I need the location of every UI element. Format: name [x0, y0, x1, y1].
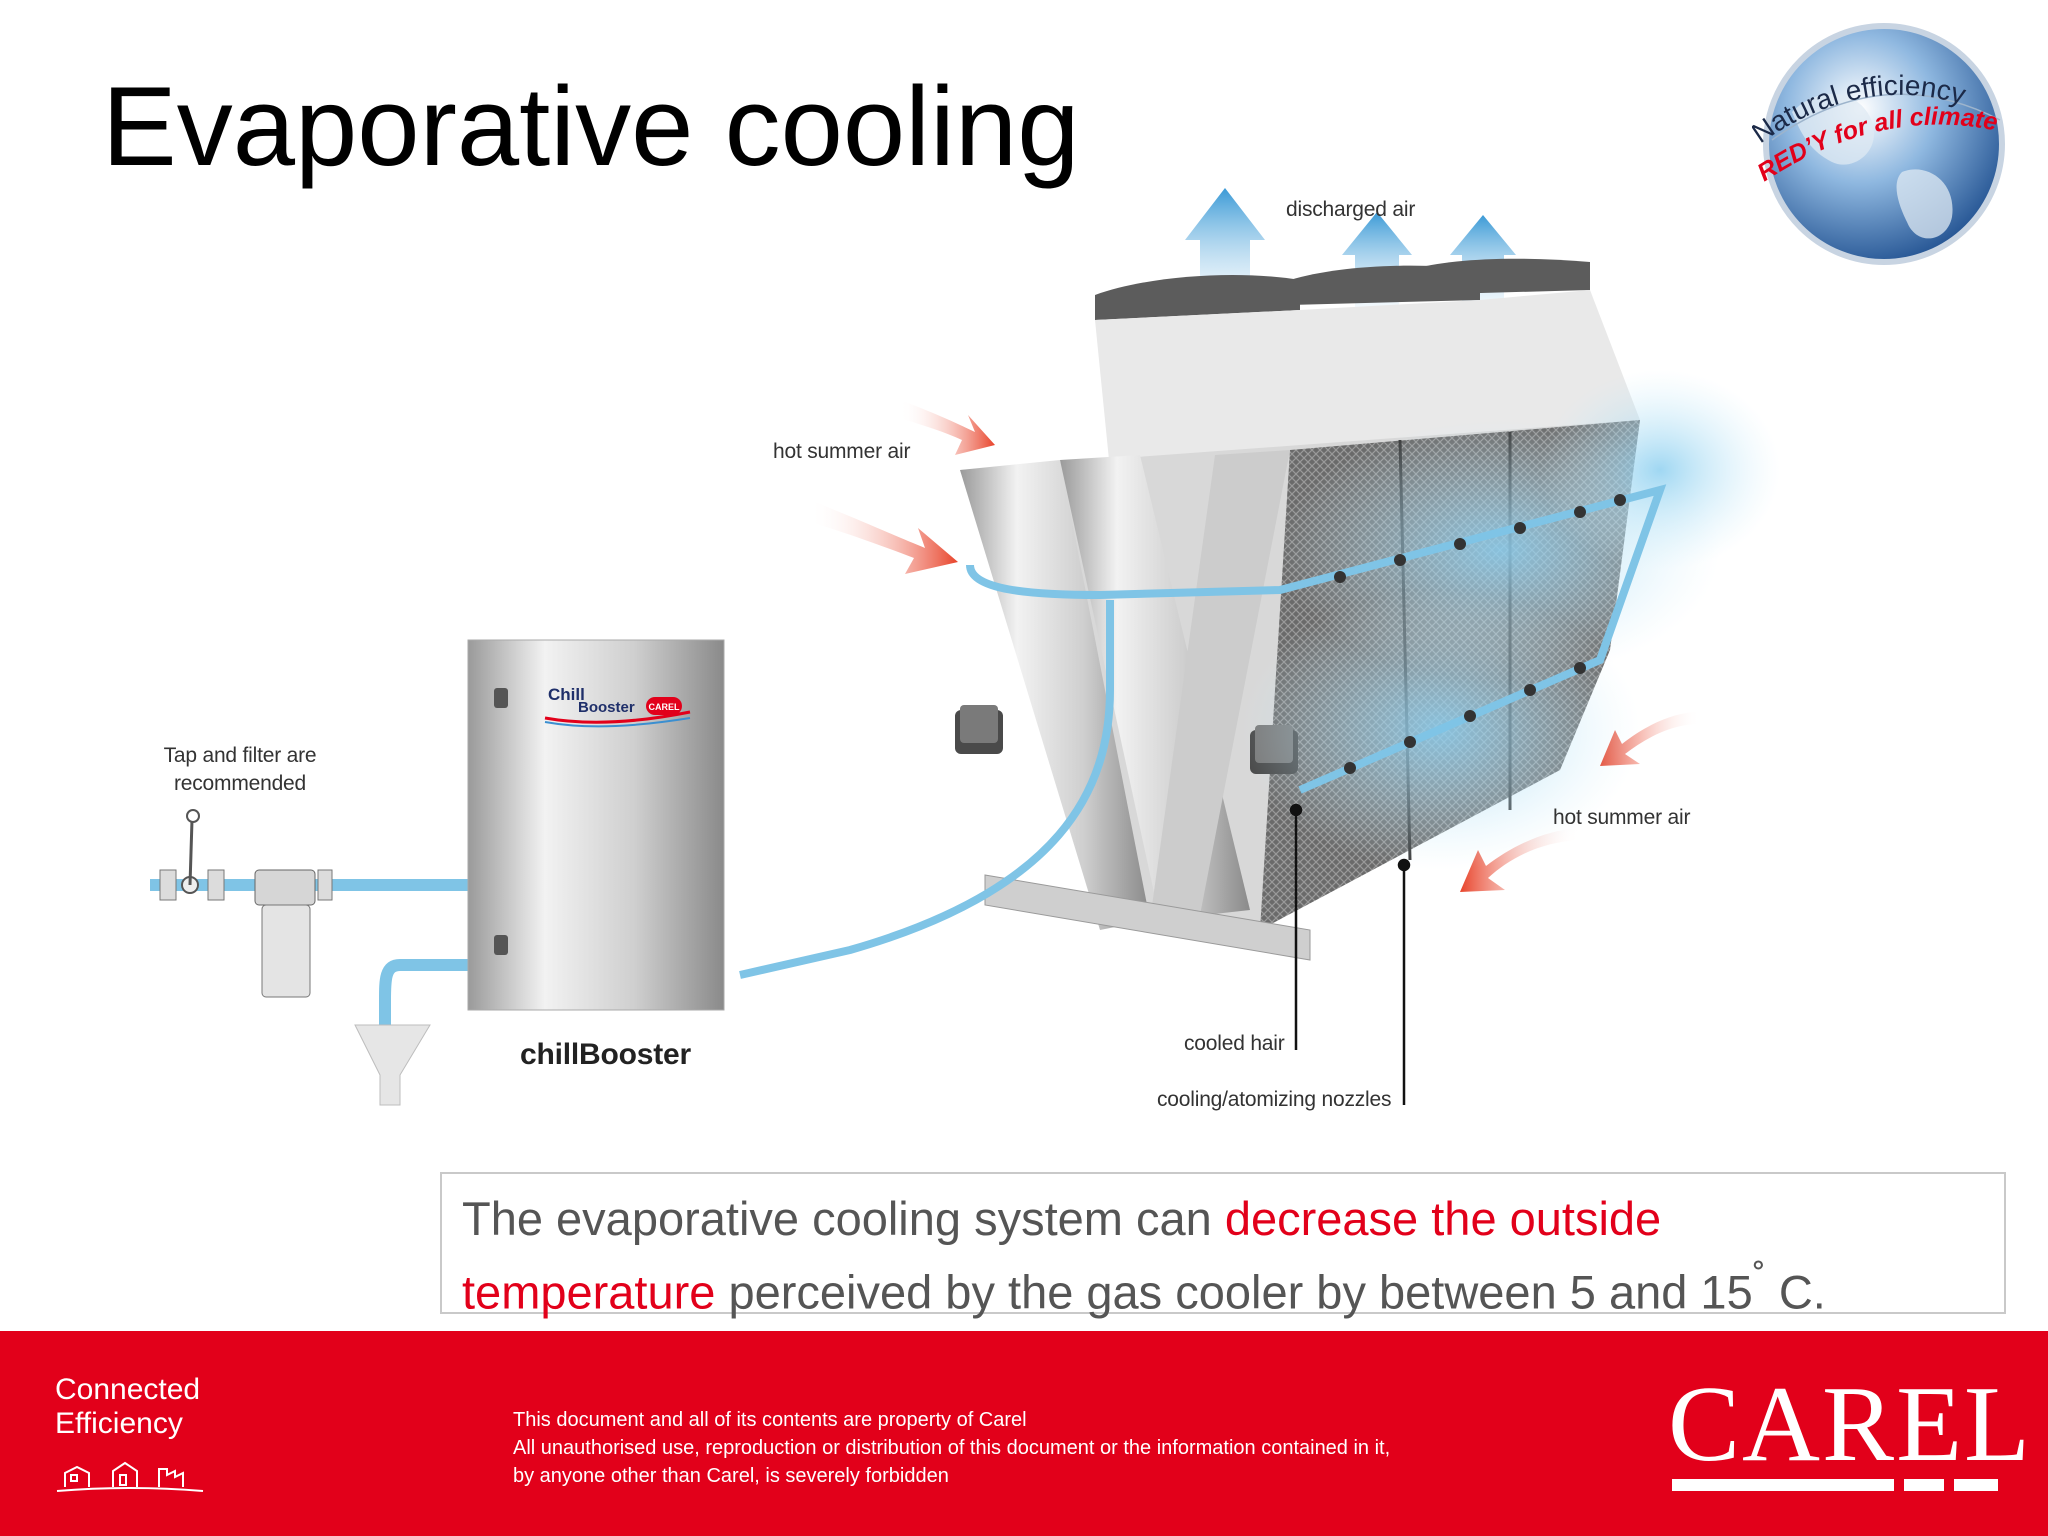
connected-efficiency: Connected Efficiency — [55, 1373, 200, 1441]
label-chillbooster: chillBooster — [520, 1038, 691, 1071]
unit-brand-chill: Chill — [548, 685, 585, 704]
label-hot-summer-air-right: hot summer air — [1553, 806, 1691, 829]
callout-box: The evaporative cooling system can decre… — [440, 1172, 2006, 1319]
callout-text-3: C. — [1765, 1265, 1826, 1319]
callout-text-1: The evaporative cooling system can — [462, 1192, 1225, 1245]
connected-text: Connected — [55, 1373, 201, 1406]
legal-line-2: All unauthorised use, reproduction or di… — [513, 1437, 1391, 1459]
unit-brand-carel: CAREL — [649, 702, 681, 712]
callout-text-2: perceived by the gas cooler by between 5… — [715, 1265, 1753, 1319]
unit-brand-booster: Booster — [578, 699, 635, 716]
hot-air-arrows-left — [810, 400, 995, 574]
leader-lines — [1289, 803, 1411, 1105]
label-cooled-hair: cooled hair — [1184, 1032, 1285, 1055]
label-nozzles: cooling/atomizing nozzles — [1157, 1088, 1392, 1111]
label-discharged-air: discharged air — [1286, 198, 1416, 221]
carel-logo-bar — [1672, 1479, 1998, 1491]
legal-notice: This document and all of its contents ar… — [513, 1406, 1390, 1490]
carel-logo: CAREL — [1668, 1365, 2033, 1484]
callout-highlight-1: decrease the outside — [1224, 1192, 1662, 1245]
buildings-icon — [56, 1461, 204, 1492]
water-mist — [1240, 370, 1780, 870]
page-title: Evaporative cooling — [102, 64, 1080, 189]
nozzles — [1334, 494, 1626, 774]
legal-line-1: This document and all of its contents ar… — [513, 1409, 1027, 1431]
legal-line-3: by anyone other than Carel, is severely … — [513, 1465, 949, 1487]
label-tap-filter: Tap and filter are recommended — [163, 744, 317, 795]
efficiency-text: Efficiency — [55, 1407, 183, 1440]
supply-pipe — [150, 809, 470, 1106]
callout-highlight-2: temperature — [462, 1265, 716, 1319]
label-hot-summer-air-top: hot summer air — [773, 440, 911, 463]
chillbooster-unit: Chill Booster CAREL — [467, 639, 725, 1011]
system-diagram: Chill Booster CAREL — [150, 188, 1780, 1106]
globe-badge: Natural efficiency RED’Y for all climate… — [1752, 22, 2005, 265]
nozzle-pipes — [739, 484, 1667, 979]
footer-bar: Connected Efficiency This document and a… — [0, 1331, 2048, 1536]
callout-degree: ˚ — [1752, 1258, 1766, 1301]
